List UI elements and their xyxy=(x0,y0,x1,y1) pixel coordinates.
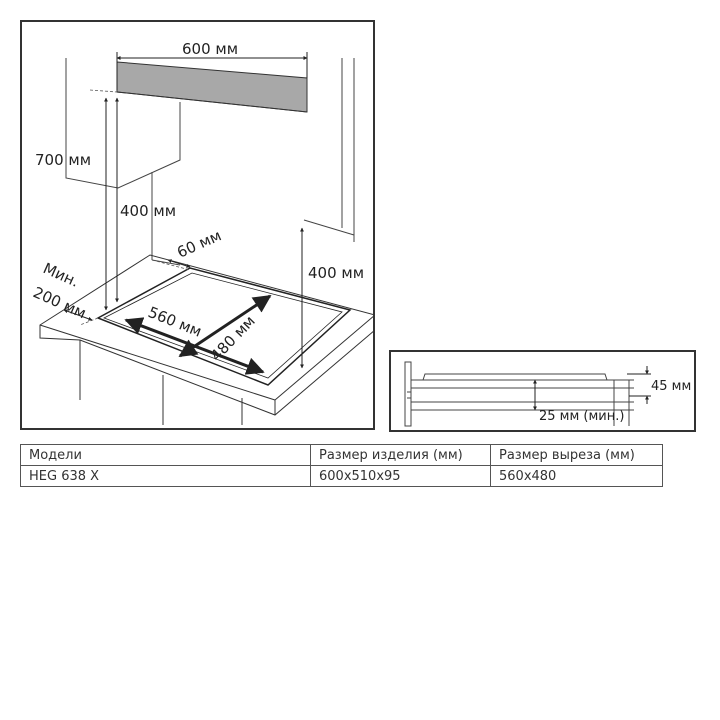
detail-frame-border xyxy=(389,350,696,432)
label-cutout-560: 560 мм xyxy=(146,303,205,341)
label-height-400-left: 400 мм xyxy=(120,202,176,220)
header-cutout-size: Размер выреза (мм) xyxy=(490,444,663,466)
section-drawing: 45 мм 25 мм (мин.) xyxy=(389,350,696,432)
table-row: HEG 638 X 600x510x95 560x480 xyxy=(20,465,663,487)
cell-product-size: 600x510x95 xyxy=(310,465,491,487)
header-model: Модели xyxy=(20,444,311,466)
label-depth-60: 60 мм xyxy=(174,226,224,261)
section-detail-diagram: 45 мм 25 мм (мин.) xyxy=(389,350,696,432)
section-dimension-lines xyxy=(533,366,651,411)
section-lines xyxy=(404,361,634,427)
header-product-size: Размер изделия (мм) xyxy=(310,444,491,466)
label-width-600: 600 мм xyxy=(182,40,238,58)
spec-table: Модели Размер изделия (мм) Размер выреза… xyxy=(20,444,663,487)
label-min: Мин. xyxy=(40,259,81,291)
dimension-lines xyxy=(63,52,308,369)
installation-drawing: 600 мм 700 мм 400 мм 60 мм Мин. 200 мм 4… xyxy=(20,20,375,430)
range-hood xyxy=(116,61,308,113)
label-height-400-right: 400 мм xyxy=(308,264,364,282)
wall-cabinet-right xyxy=(303,58,355,242)
table-header-row: Модели Размер изделия (мм) Размер выреза… xyxy=(20,444,663,466)
label-thickness-45: 45 мм xyxy=(651,379,691,394)
label-height-700: 700 мм xyxy=(35,151,91,169)
cell-cutout-size: 560x480 xyxy=(490,465,663,487)
reference-lines xyxy=(79,89,191,326)
label-gap-25: 25 мм (мин.) xyxy=(539,409,624,424)
label-min-200: 200 мм xyxy=(30,283,89,322)
cell-model: HEG 638 X xyxy=(20,465,311,487)
installation-diagram: 600 мм 700 мм 400 мм 60 мм Мин. 200 мм 4… xyxy=(20,20,375,430)
cutout-arrows xyxy=(124,294,272,375)
frame-border xyxy=(20,20,375,430)
